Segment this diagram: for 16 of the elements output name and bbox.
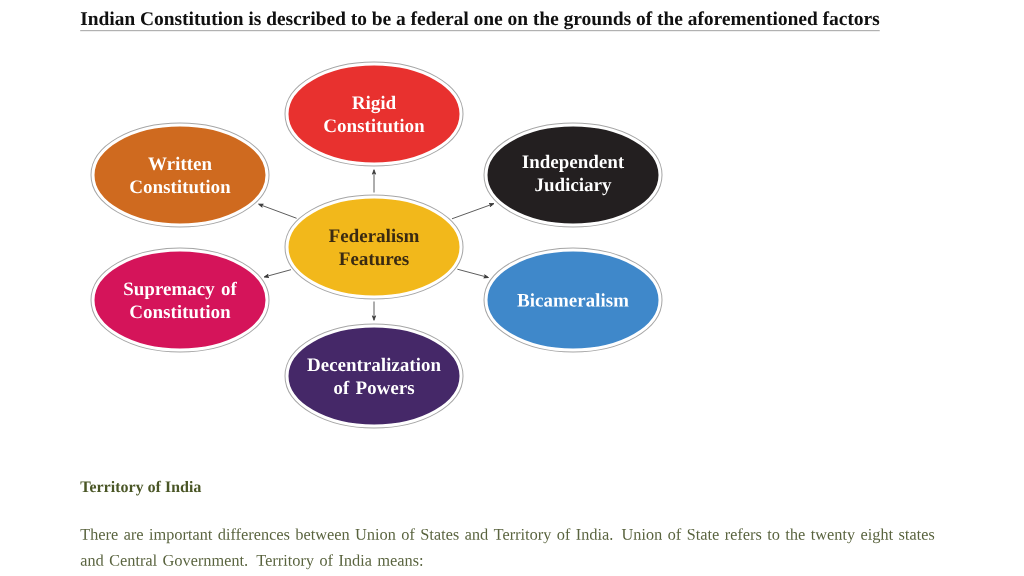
- arrow: [372, 301, 376, 321]
- ellipse-node: Bicameralism: [483, 247, 663, 353]
- arrow: [258, 203, 297, 219]
- paragraph: There are important differences between Union of States and Territory of India. Union of State refers to the twenty eight states and Central Government. Territory of India means:: [80, 528, 935, 570]
- arrow: [263, 269, 292, 278]
- title: Indian Constitution is described to be a federal one on the grounds of the aforementioned factors: [80, 11, 880, 31]
- arrow: [457, 268, 489, 279]
- arrow: [451, 203, 495, 220]
- section-heading: Territory of India: [80, 480, 202, 496]
- arrow: [372, 169, 376, 193]
- ellipse-node: Supremacy of Constitution: [90, 247, 270, 353]
- ellipse-node: Written Constitution: [90, 122, 270, 228]
- ellipse-node: Rigid Constitution: [284, 61, 464, 167]
- ellipse-node: Decentralization of Powers: [284, 323, 464, 429]
- ellipse-node: Independent Judiciary: [483, 122, 663, 228]
- ellipse-node: Federalism Features: [284, 194, 464, 300]
